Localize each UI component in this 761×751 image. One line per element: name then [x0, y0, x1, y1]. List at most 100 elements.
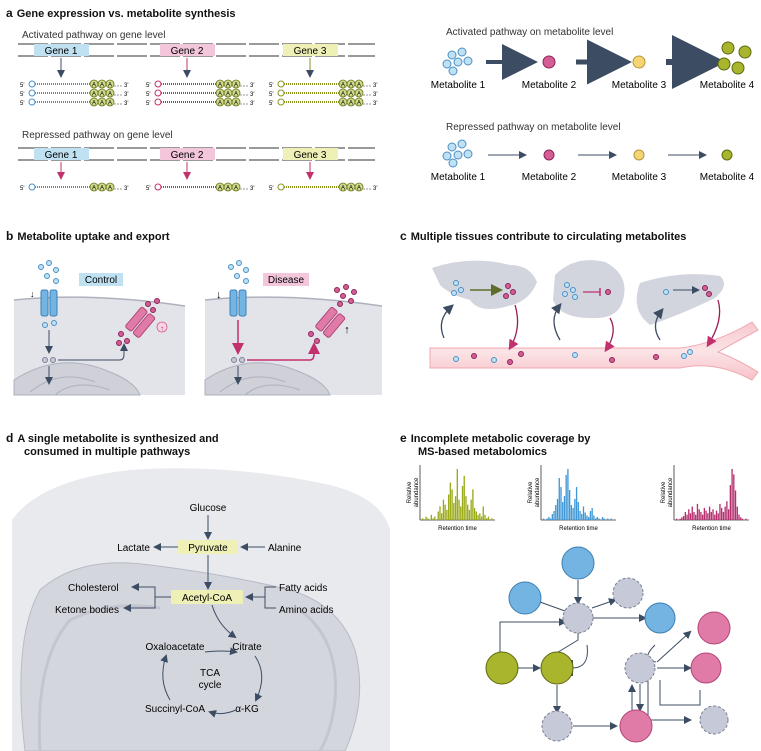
- spectrum-bar: [705, 510, 707, 520]
- node-gray-3: [624, 652, 656, 684]
- met-activated-group: Metabolite 1 Metabolite 2 Metabolite 3 M…: [431, 35, 755, 91]
- gene-1-label-2: Gene 1: [45, 150, 78, 161]
- spectrum-bar: [688, 509, 690, 520]
- spectrum-bar: [589, 511, 592, 520]
- metabolite-2-dot-2: [543, 149, 555, 161]
- spectrum-bar: [574, 499, 576, 520]
- spectrum-bar: [740, 517, 742, 520]
- down-arrow-icon: ↓: [30, 289, 35, 299]
- tca-arrow-3: [208, 709, 237, 718]
- five-prime-label: 5': [20, 83, 24, 89]
- node-pink-3: [619, 709, 653, 743]
- cap-icon: [277, 98, 285, 106]
- succinyl-coa-label: Succinyl-CoA: [145, 704, 205, 715]
- metabolite-3-label-2: Metabolite 3: [612, 172, 667, 183]
- spectrum-bar: [714, 514, 716, 520]
- poly-a-letter: A: [100, 92, 104, 98]
- tca-label-line1: TCA: [200, 668, 220, 679]
- spectrum-bar: [676, 518, 678, 520]
- metabolite-4-cluster: [717, 41, 752, 75]
- svg-text:↑: ↑: [160, 324, 164, 333]
- metabolite-2-dot: [542, 55, 556, 69]
- cap-icon: [277, 80, 285, 88]
- spectrum-bar: [686, 514, 688, 520]
- gene-3-label: Gene 3: [294, 46, 327, 57]
- spectrum-bar: [719, 503, 721, 520]
- metabolite-4-dot-2: [721, 149, 733, 161]
- poly-a-letter: A: [341, 83, 345, 89]
- spectrum-bar: [731, 469, 733, 520]
- poly-a-bead: [231, 79, 241, 89]
- spectrum-bar: [741, 518, 744, 520]
- cap-icon: [154, 98, 162, 106]
- spectrum-bar: [446, 509, 448, 520]
- spectrum-bar: [584, 512, 586, 520]
- five-prime-label: 5': [20, 186, 24, 192]
- spectrum-bar: [736, 506, 738, 520]
- poly-a-bead: [231, 88, 241, 98]
- spectrum-bar: [456, 469, 458, 520]
- cap-icon: [28, 183, 36, 191]
- poly-a-letter: A: [349, 83, 353, 89]
- spectrum-bar: [447, 494, 450, 520]
- gene-2-label-2: Gene 2: [171, 150, 204, 161]
- control-label: Control: [85, 275, 117, 286]
- spectrum-bar: [449, 482, 452, 520]
- gene-2-label: Gene 2: [171, 46, 204, 57]
- spectrum-bar: [444, 504, 446, 520]
- blood-vessel: [429, 321, 759, 381]
- transporter-disease: [229, 289, 238, 317]
- poly-a-letter: A: [341, 186, 345, 192]
- spectrum-bar: [473, 508, 476, 520]
- poly-a-letter: A: [218, 101, 222, 107]
- disease-badge: [263, 273, 309, 286]
- panel-c-graphic: [429, 260, 759, 381]
- spectrum-bar: [560, 487, 562, 520]
- spectrum-bar: [596, 517, 599, 520]
- metabolite-2-label-2: Metabolite 2: [522, 172, 577, 183]
- spectrum-bar: [546, 518, 548, 520]
- spectrum-bar: [548, 517, 550, 520]
- spectrum-bar: [482, 506, 484, 520]
- spectrum-bar: [432, 518, 434, 520]
- mitochondrion-region: [20, 562, 361, 751]
- panel-a-title: Gene expression vs. metabolite synthesis: [16, 8, 236, 20]
- three-prime-label: 3': [373, 92, 377, 98]
- spectrum-bar: [689, 513, 692, 520]
- poly-a-letter: A: [234, 83, 238, 89]
- node-gray-1: [562, 602, 594, 634]
- ylabel-line2: abundance: [535, 477, 541, 507]
- spectrum-bar: [484, 514, 486, 520]
- poly-a-letter: A: [349, 92, 353, 98]
- spectrum-bar: [463, 475, 465, 520]
- node-blue-top: [561, 546, 595, 580]
- tca-arrow-1: [204, 647, 238, 656]
- poly-a-letter: A: [357, 186, 361, 192]
- pyruvate-label: Pyruvate: [188, 543, 228, 554]
- spectrum-bar: [563, 496, 566, 520]
- spectrum-bar: [553, 511, 555, 520]
- spectrum-bar: [479, 513, 481, 520]
- spectrum-bar: [734, 490, 737, 520]
- oxaloacetate-label: Oxaloacetate: [146, 642, 205, 653]
- spectrum-bar: [491, 518, 493, 520]
- ylabel: Relativeabundance: [661, 477, 674, 507]
- panel-e-letter: e: [400, 431, 407, 445]
- three-prime-label: 3': [373, 83, 377, 89]
- poly-a-letter: A: [108, 92, 112, 98]
- spectrum-bar: [454, 496, 457, 520]
- gene-2-box: [160, 44, 215, 56]
- poly-a-letter: A: [108, 186, 112, 192]
- poly-a-letter: A: [218, 92, 222, 98]
- tca-arrow-4: [160, 654, 171, 701]
- three-prime-label: 3': [250, 101, 254, 107]
- panel-d-letter: d: [6, 431, 14, 445]
